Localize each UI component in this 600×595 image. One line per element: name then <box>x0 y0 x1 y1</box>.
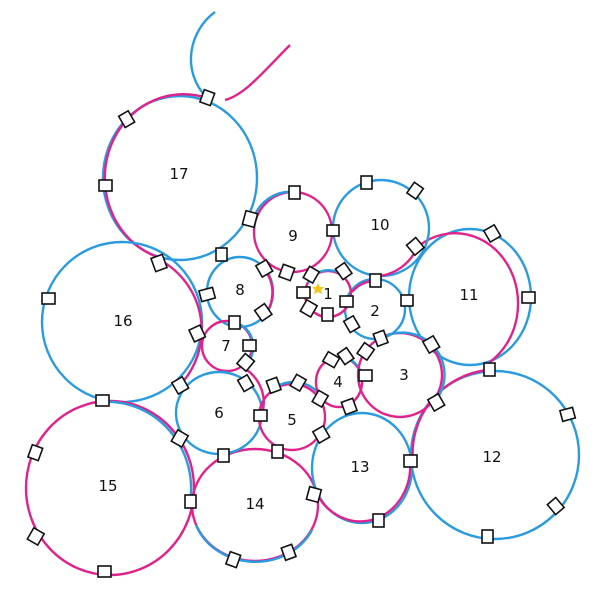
connector-marker <box>311 389 330 409</box>
connector-marker <box>224 550 242 569</box>
connector-marker <box>403 454 418 468</box>
connector-marker <box>369 273 382 288</box>
cell-14-label: 14 <box>245 495 264 513</box>
connector-marker <box>217 448 230 463</box>
connector-markers <box>26 88 577 578</box>
connector-marker <box>289 373 308 393</box>
tail-blue <box>189 11 216 99</box>
connector-marker <box>302 265 321 285</box>
connector-marker <box>149 253 169 273</box>
connector-marker <box>271 444 284 459</box>
tail-pink <box>224 44 291 102</box>
connector-marker <box>26 443 44 462</box>
connector-marker <box>339 295 354 308</box>
cell-4-label: 4 <box>333 373 343 391</box>
connector-marker <box>280 543 298 562</box>
connector-marker <box>421 334 441 355</box>
connector-marker <box>265 376 283 395</box>
connector-marker <box>305 485 323 504</box>
connector-marker <box>360 175 373 190</box>
star-icon <box>312 283 324 294</box>
cell-2-label: 2 <box>370 302 380 320</box>
connector-marker <box>336 346 356 366</box>
connector-marker <box>372 329 390 348</box>
connector-marker <box>321 307 334 322</box>
connector-marker <box>311 424 331 445</box>
cell-11-label: 11 <box>459 286 478 304</box>
connector-marker <box>235 352 256 373</box>
cell-1-label: 1 <box>323 285 333 303</box>
cell-17-shape <box>101 93 259 262</box>
connector-marker <box>97 565 112 578</box>
connector-marker <box>117 109 136 129</box>
connector-marker <box>198 88 216 107</box>
cell-9-label: 9 <box>288 227 298 245</box>
connector-marker <box>236 373 255 393</box>
connector-marker <box>187 323 207 343</box>
cell-8-label: 8 <box>235 281 245 299</box>
connector-marker <box>334 261 354 281</box>
connector-marker <box>170 375 190 396</box>
connector-marker <box>326 224 340 237</box>
connector-marker <box>482 223 502 244</box>
connector-marker <box>546 496 566 516</box>
connector-marker <box>170 428 190 449</box>
connector-marker <box>299 298 319 319</box>
connector-marker <box>405 181 425 201</box>
connector-marker <box>95 394 110 407</box>
connector-marker <box>228 315 241 330</box>
connector-marker <box>426 392 446 413</box>
connector-marker <box>253 409 268 422</box>
connector-marker <box>288 185 301 200</box>
connector-marker <box>184 494 197 509</box>
connector-marker <box>481 529 494 544</box>
cell-16-label: 16 <box>113 312 132 330</box>
connector-marker <box>277 263 296 282</box>
connector-marker <box>41 292 56 305</box>
connector-marker <box>340 397 359 416</box>
connector-marker <box>242 339 257 352</box>
cell-3-label: 3 <box>399 366 409 384</box>
connector-marker <box>400 294 414 307</box>
connector-marker <box>321 350 341 369</box>
connector-marker <box>358 369 373 382</box>
cell-17-label: 17 <box>169 165 188 183</box>
connector-marker <box>197 286 217 303</box>
connector-marker <box>483 362 496 377</box>
cell-labels: 1 2 3 4 5 6 7 8 9 10 11 12 13 14 15 16 1… <box>98 165 501 513</box>
connector-marker <box>26 526 46 547</box>
cell-5-label: 5 <box>287 411 297 429</box>
connector-marker <box>254 258 274 279</box>
connector-marker <box>342 314 361 334</box>
cell-12-label: 12 <box>482 448 501 466</box>
connector-marker <box>558 406 577 423</box>
connector-marker <box>241 209 259 229</box>
cell-13-label: 13 <box>350 458 369 476</box>
cell-6-label: 6 <box>214 404 224 422</box>
cell-15-label: 15 <box>98 477 117 495</box>
connector-marker <box>98 179 113 192</box>
connector-marker <box>355 341 376 362</box>
connector-marker <box>405 236 426 257</box>
connector-marker <box>521 291 536 304</box>
cell-10-label: 10 <box>370 216 389 234</box>
connector-marker <box>372 513 385 528</box>
connector-marker <box>215 247 228 262</box>
connector-marker <box>253 302 274 323</box>
cell-7-label: 7 <box>221 337 231 355</box>
connector-marker <box>296 286 311 299</box>
